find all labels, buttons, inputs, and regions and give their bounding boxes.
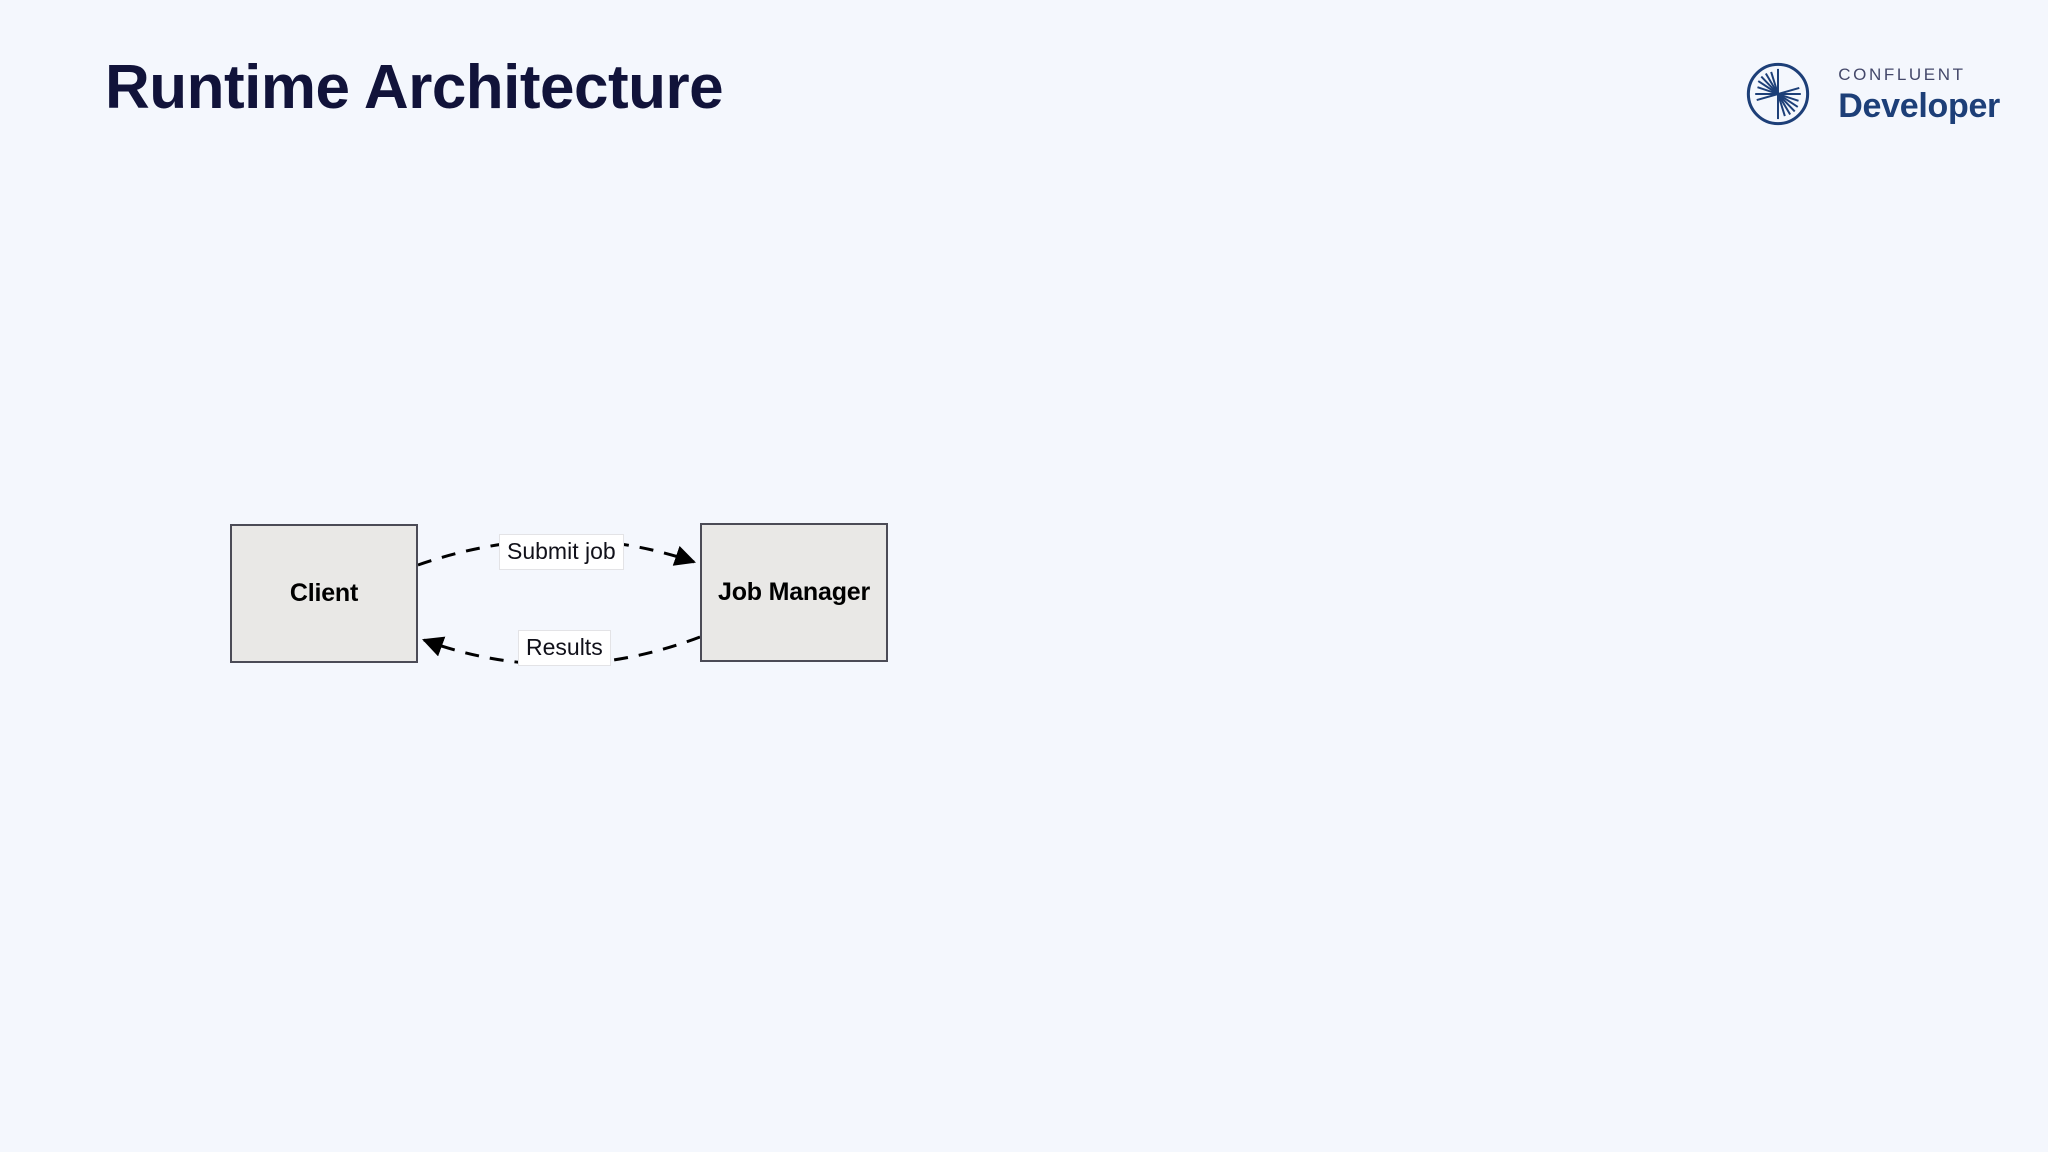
diagram-node-client[interactable]: Client xyxy=(230,524,418,663)
confluent-starburst-mark-icon xyxy=(1747,62,1810,126)
confluent-developer-logo: CONFLUENT Developer xyxy=(1740,56,2000,132)
edge-label-submit-job: Submit job xyxy=(499,534,624,571)
logo-word-developer: Developer xyxy=(1838,86,2000,125)
diagram-node-job-manager-label: Job Manager xyxy=(718,578,870,606)
logo-eyebrow-confluent: CONFLUENT xyxy=(1838,64,1966,84)
diagram-node-client-label: Client xyxy=(289,579,359,607)
diagram-node-job-manager[interactable]: Job Manager xyxy=(700,523,888,662)
logo-wordmark: CONFLUENT Developer xyxy=(1838,66,2000,123)
edge-label-results: Results xyxy=(518,630,611,667)
page-title: Runtime Architecture xyxy=(105,53,724,122)
